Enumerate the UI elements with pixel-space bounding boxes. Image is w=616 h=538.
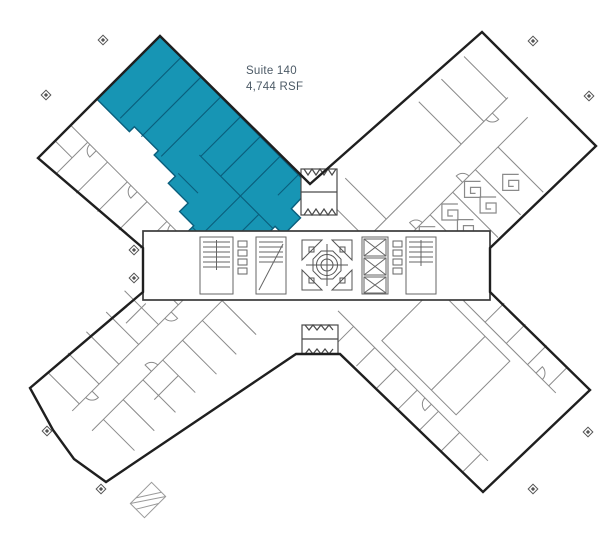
connector-bottom: [301, 324, 339, 355]
core-right: [361, 236, 437, 295]
planter-triangles: [301, 239, 353, 291]
suite-name-label: Suite 140: [246, 65, 297, 77]
exterior-stair: [129, 481, 167, 519]
building-outline: [28, 30, 598, 494]
core-left: [199, 236, 287, 295]
suite-label: Suite 140 4,744 RSF: [246, 65, 303, 93]
center-feature: [306, 244, 348, 286]
suite-area-label: 4,744 RSF: [246, 81, 303, 93]
courtyard: [301, 239, 353, 291]
